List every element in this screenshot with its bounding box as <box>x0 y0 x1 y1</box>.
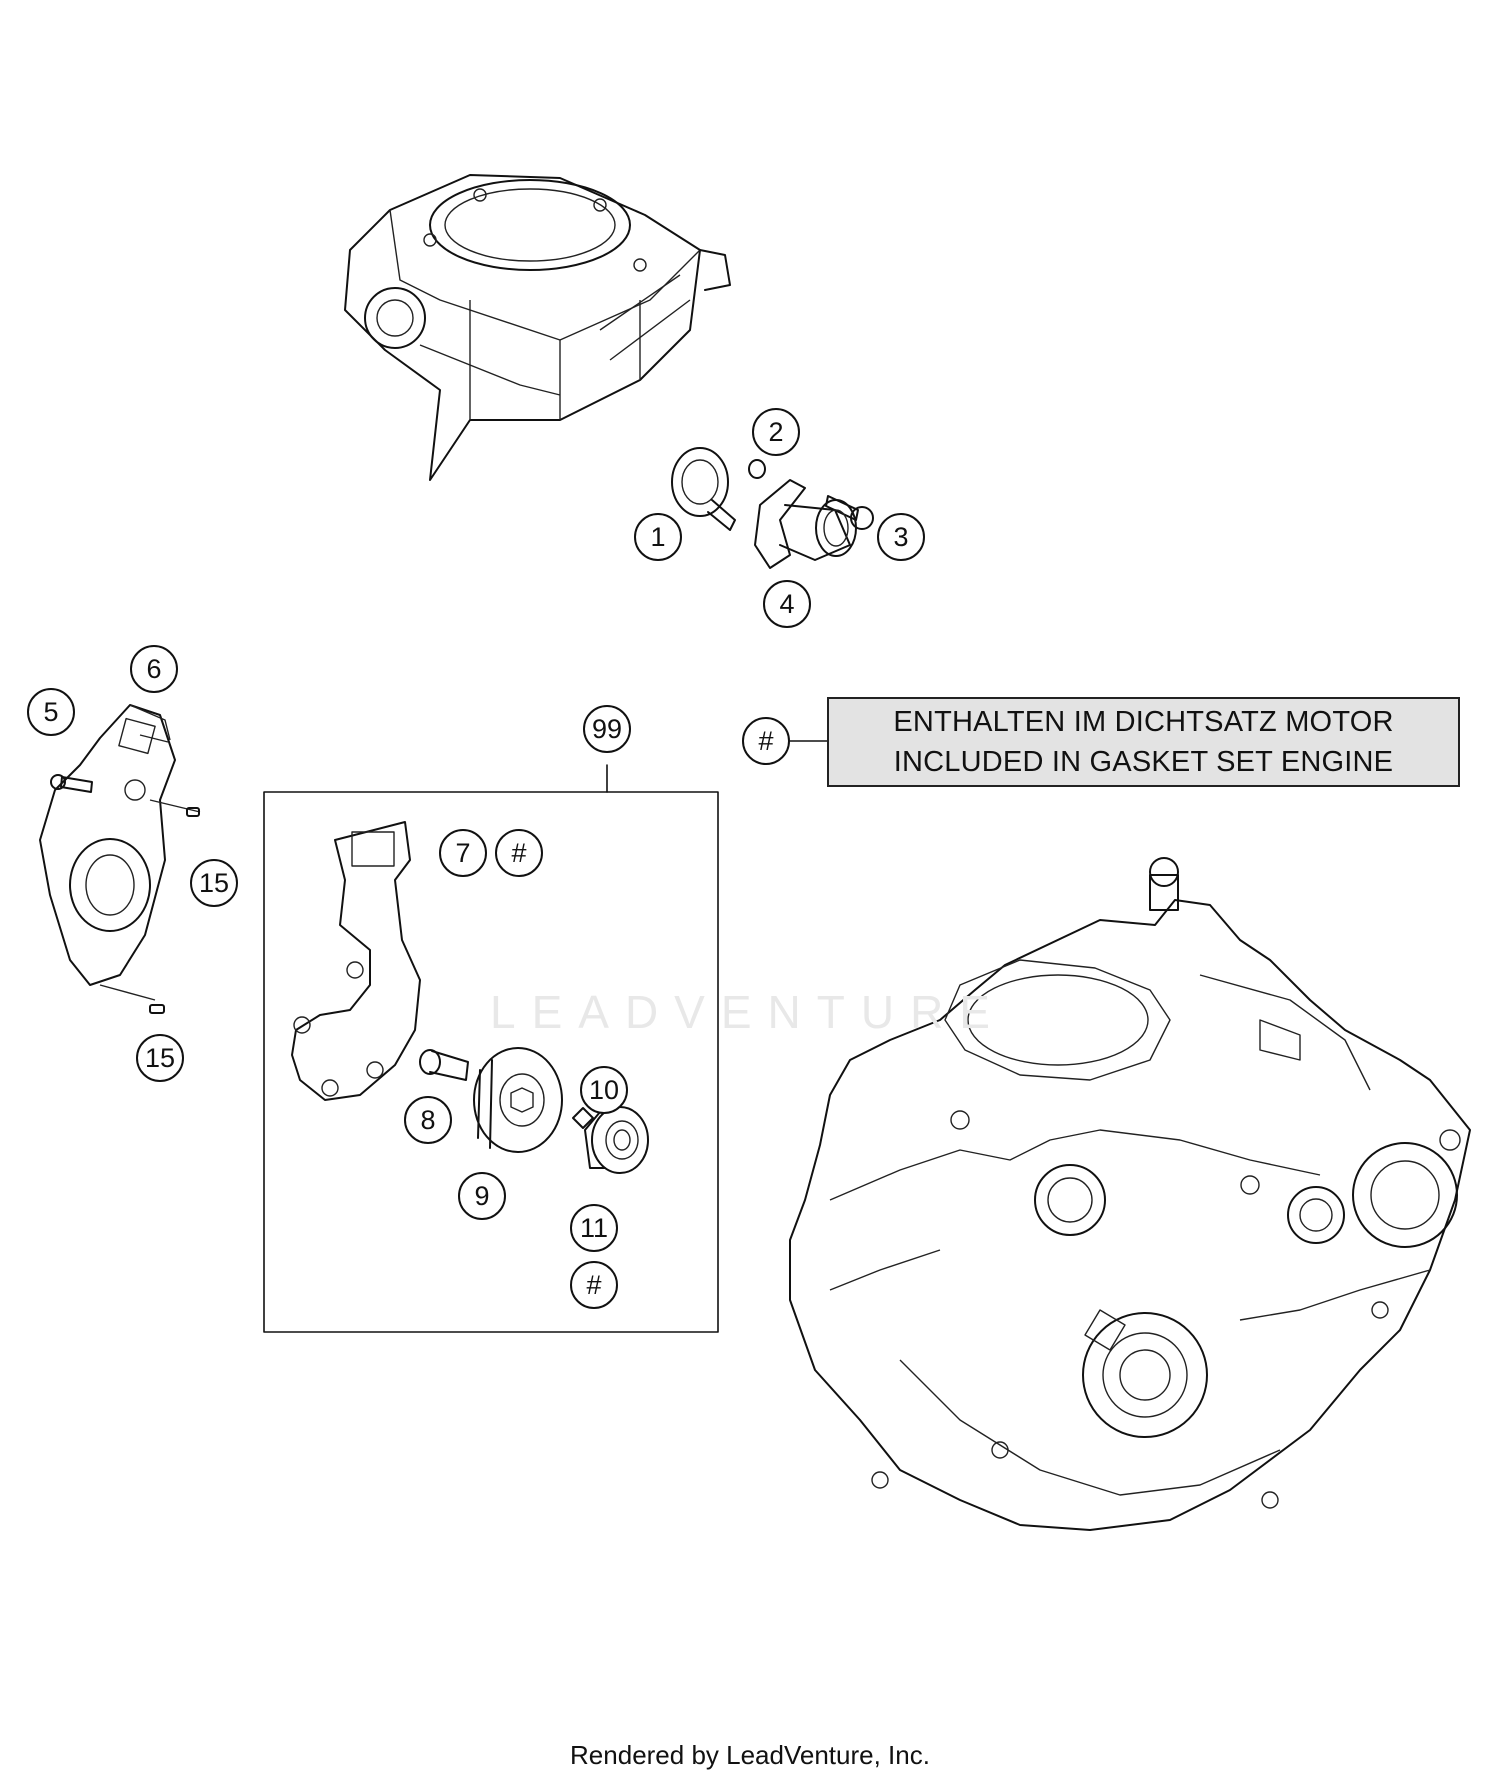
shaft-seal-drawing <box>584 1106 649 1174</box>
callout-9-label: 9 <box>474 1181 489 1211</box>
callout-10-label: 10 <box>589 1075 619 1105</box>
callout-2[interactable]: 2 <box>752 408 800 456</box>
callout-11-hash[interactable]: # <box>570 1261 618 1309</box>
callout-4-label: 4 <box>779 589 794 619</box>
legend-line-2: INCLUDED IN GASKET SET ENGINE <box>893 746 1394 778</box>
callout-11-label: 11 <box>580 1213 608 1243</box>
callout-1[interactable]: 1 <box>634 513 682 561</box>
callout-15-lower[interactable]: 15 <box>136 1034 184 1082</box>
callout-99-label: 99 <box>592 714 622 744</box>
pump-shaft-bolt-drawing <box>419 1049 469 1081</box>
cylinder-drawing <box>344 174 731 481</box>
pin-15-lower-drawing <box>149 1004 165 1014</box>
footer-credit: Rendered by LeadVenture, Inc. <box>570 1740 930 1770</box>
gasket-drawing <box>291 821 421 1101</box>
callout-7-hash-label: # <box>511 838 526 868</box>
callout-15-upper-label: 15 <box>199 868 229 898</box>
washer-10-drawing <box>572 1107 594 1129</box>
callout-2-label: 2 <box>768 417 783 447</box>
screw-5-drawing <box>50 774 93 793</box>
callout-8[interactable]: 8 <box>404 1096 452 1144</box>
callout-6-label: 6 <box>146 654 161 684</box>
callout-11[interactable]: 11 <box>570 1204 618 1252</box>
callout-7-hash[interactable]: # <box>495 829 543 877</box>
legend-line-1: ENTHALTEN IM DICHTSATZ MOTOR <box>893 706 1394 738</box>
callout-10[interactable]: 10 <box>580 1066 628 1114</box>
callout-7[interactable]: 7 <box>439 829 487 877</box>
callout-4[interactable]: 4 <box>763 580 811 628</box>
legend-box: ENTHALTEN IM DICHTSATZ MOTOR INCLUDED IN… <box>827 697 1460 787</box>
impeller-drawing <box>473 1047 563 1153</box>
callout-9[interactable]: 9 <box>458 1172 506 1220</box>
crankcase-drawing <box>789 857 1471 1531</box>
callout-3-label: 3 <box>893 522 908 552</box>
legend-hash-label: # <box>758 726 773 756</box>
callout-3[interactable]: 3 <box>877 513 925 561</box>
callout-99[interactable]: 99 <box>583 705 631 753</box>
kit-99-box <box>263 764 719 1333</box>
thermostat-housing-drawing <box>754 479 857 569</box>
legend-hash-callout[interactable]: # <box>742 717 790 765</box>
callout-5[interactable]: 5 <box>27 688 75 736</box>
callout-7-label: 7 <box>455 838 470 868</box>
pin-15-upper-drawing <box>186 807 200 817</box>
thermostat-drawing <box>671 447 736 531</box>
callout-6[interactable]: 6 <box>130 645 178 693</box>
callout-1-label: 1 <box>650 522 665 552</box>
callout-5-label: 5 <box>43 697 58 727</box>
pump-cover-drawing <box>39 704 201 1001</box>
callout-15-upper[interactable]: 15 <box>190 859 238 907</box>
callout-11-hash-label: # <box>586 1270 601 1300</box>
seal-ring-drawing <box>748 459 766 479</box>
callout-8-label: 8 <box>420 1105 435 1135</box>
callout-15-lower-label: 15 <box>145 1043 175 1073</box>
